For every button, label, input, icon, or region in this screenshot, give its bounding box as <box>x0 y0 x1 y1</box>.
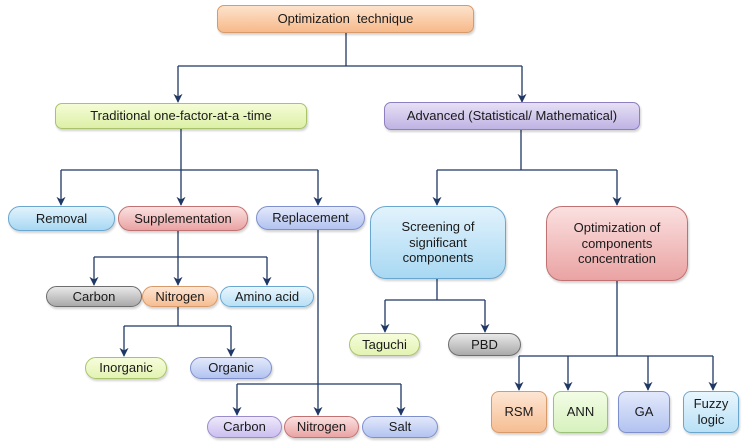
node-supp-nitrogen: Nitrogen <box>142 286 218 307</box>
node-optimization-concentration: Optimization of components concentration <box>546 206 688 281</box>
node-supplementation: Supplementation <box>118 206 248 231</box>
node-removal: Removal <box>8 206 115 231</box>
node-supp-carbon: Carbon <box>46 286 142 307</box>
node-rep-carbon: Carbon <box>207 416 282 438</box>
node-supp-amino-acid: Amino acid <box>220 286 314 307</box>
node-rsm: RSM <box>491 391 547 433</box>
node-screening: Screening of significant components <box>370 206 506 279</box>
node-ga: GA <box>618 391 670 433</box>
node-taguchi: Taguchi <box>349 333 420 356</box>
node-rep-salt: Salt <box>362 416 438 438</box>
node-optimization-technique: Optimization technique <box>217 5 474 33</box>
node-inorganic: Inorganic <box>85 357 167 379</box>
node-organic: Organic <box>190 357 272 379</box>
node-traditional: Traditional one-factor-at-a -time <box>55 103 307 129</box>
node-pbd: PBD <box>448 333 521 356</box>
node-rep-nitrogen: Nitrogen <box>284 416 359 438</box>
node-advanced: Advanced (Statistical/ Mathematical) <box>384 102 640 130</box>
node-replacement: Replacement <box>256 206 365 230</box>
node-ann: ANN <box>553 391 608 433</box>
node-fuzzy-logic: Fuzzy logic <box>683 391 739 433</box>
